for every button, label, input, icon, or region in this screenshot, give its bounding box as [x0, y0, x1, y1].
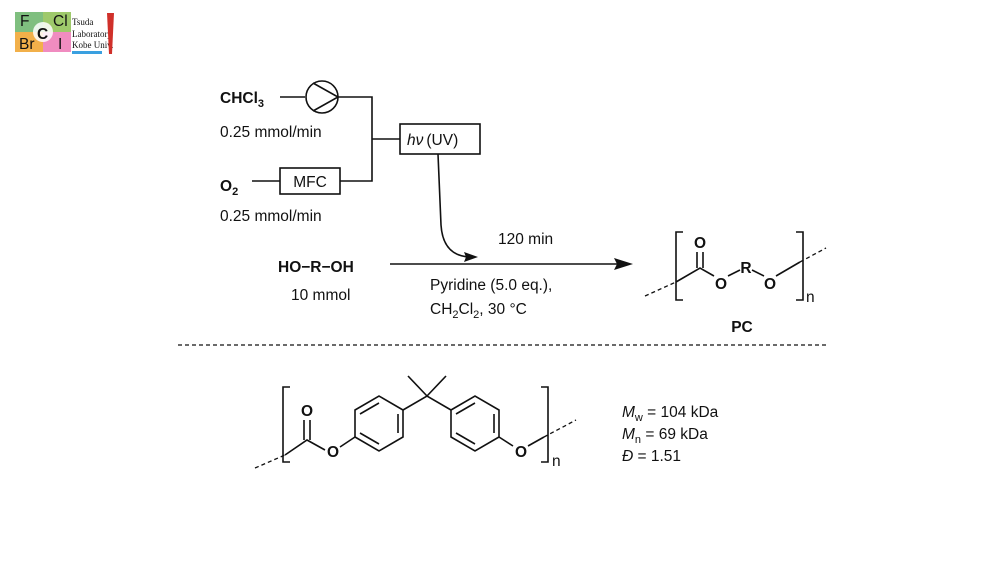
mn-value: Mn = 69 kDa — [622, 426, 708, 446]
logo-cell-br: Br — [19, 36, 35, 53]
pc-structure: O O R O n PC — [644, 231, 827, 336]
logo-line3: Kobe Univ. — [72, 40, 113, 50]
mfc-box — [279, 167, 341, 195]
atom-o: O — [715, 276, 727, 293]
uv-reactor-box — [399, 123, 481, 155]
reaction: HO−R−OH 10 mmol 120 min Pyridine (5.0 eq… — [278, 231, 633, 321]
reactant-diol: HO−R−OH — [278, 259, 354, 276]
molecular-weight-results: Mw = 104 kDa Mn = 69 kDa Đ = 1.51 — [622, 404, 719, 465]
reactant-amount: 10 mmol — [291, 287, 350, 304]
logo-cell-f: F — [20, 13, 29, 30]
flow-setup: CHCl3 0.25 mmol/min O2 0.25 mmol/min MFC… — [220, 80, 481, 262]
pump-icon — [305, 80, 340, 114]
condition-base: Pyridine (5.0 eq.), — [430, 277, 552, 294]
logo-cell-i: I — [58, 36, 62, 53]
atom-o-carbonyl: O — [694, 235, 706, 252]
dispersity-value: Đ = 1.51 — [622, 448, 681, 465]
atom-r: R — [740, 260, 751, 277]
atom-o: O — [764, 276, 776, 293]
mw-value: Mw = 104 kDa — [622, 404, 719, 424]
reaction-time: 120 min — [498, 231, 553, 248]
atom-o: O — [327, 444, 339, 461]
logo-line1: Tsuda — [72, 17, 93, 27]
mfc-label: MFC — [293, 174, 327, 191]
logo-cell-cl: Cl — [53, 13, 68, 30]
atom-o: O — [515, 444, 527, 461]
chcl3-rate: 0.25 mmol/min — [220, 124, 322, 141]
chcl3-label: CHCl3 — [220, 90, 264, 110]
reaction-arrowhead — [614, 258, 633, 270]
bpa-pc-structure: O O O n — [254, 375, 577, 470]
kobe-tower-icon — [107, 13, 114, 54]
atom-o-carbonyl: O — [301, 403, 313, 420]
logo-line2: Laboratory — [72, 29, 112, 39]
repeat-n: n — [806, 289, 815, 306]
logo-cell-c: C — [37, 26, 48, 43]
repeat-n: n — [552, 453, 561, 470]
uv-label: hν(UV) — [407, 132, 458, 149]
product-label: PC — [731, 319, 753, 336]
tsuda-lab-logo: F Cl Br I C Tsuda Laboratory Kobe Univ. — [15, 12, 114, 54]
o2-rate: 0.25 mmol/min — [220, 208, 322, 225]
o2-label: O2 — [220, 178, 238, 198]
gas-feed-arrowhead — [464, 252, 478, 262]
condition-solvent-temp: CH2Cl2, 30 °C — [430, 301, 527, 321]
